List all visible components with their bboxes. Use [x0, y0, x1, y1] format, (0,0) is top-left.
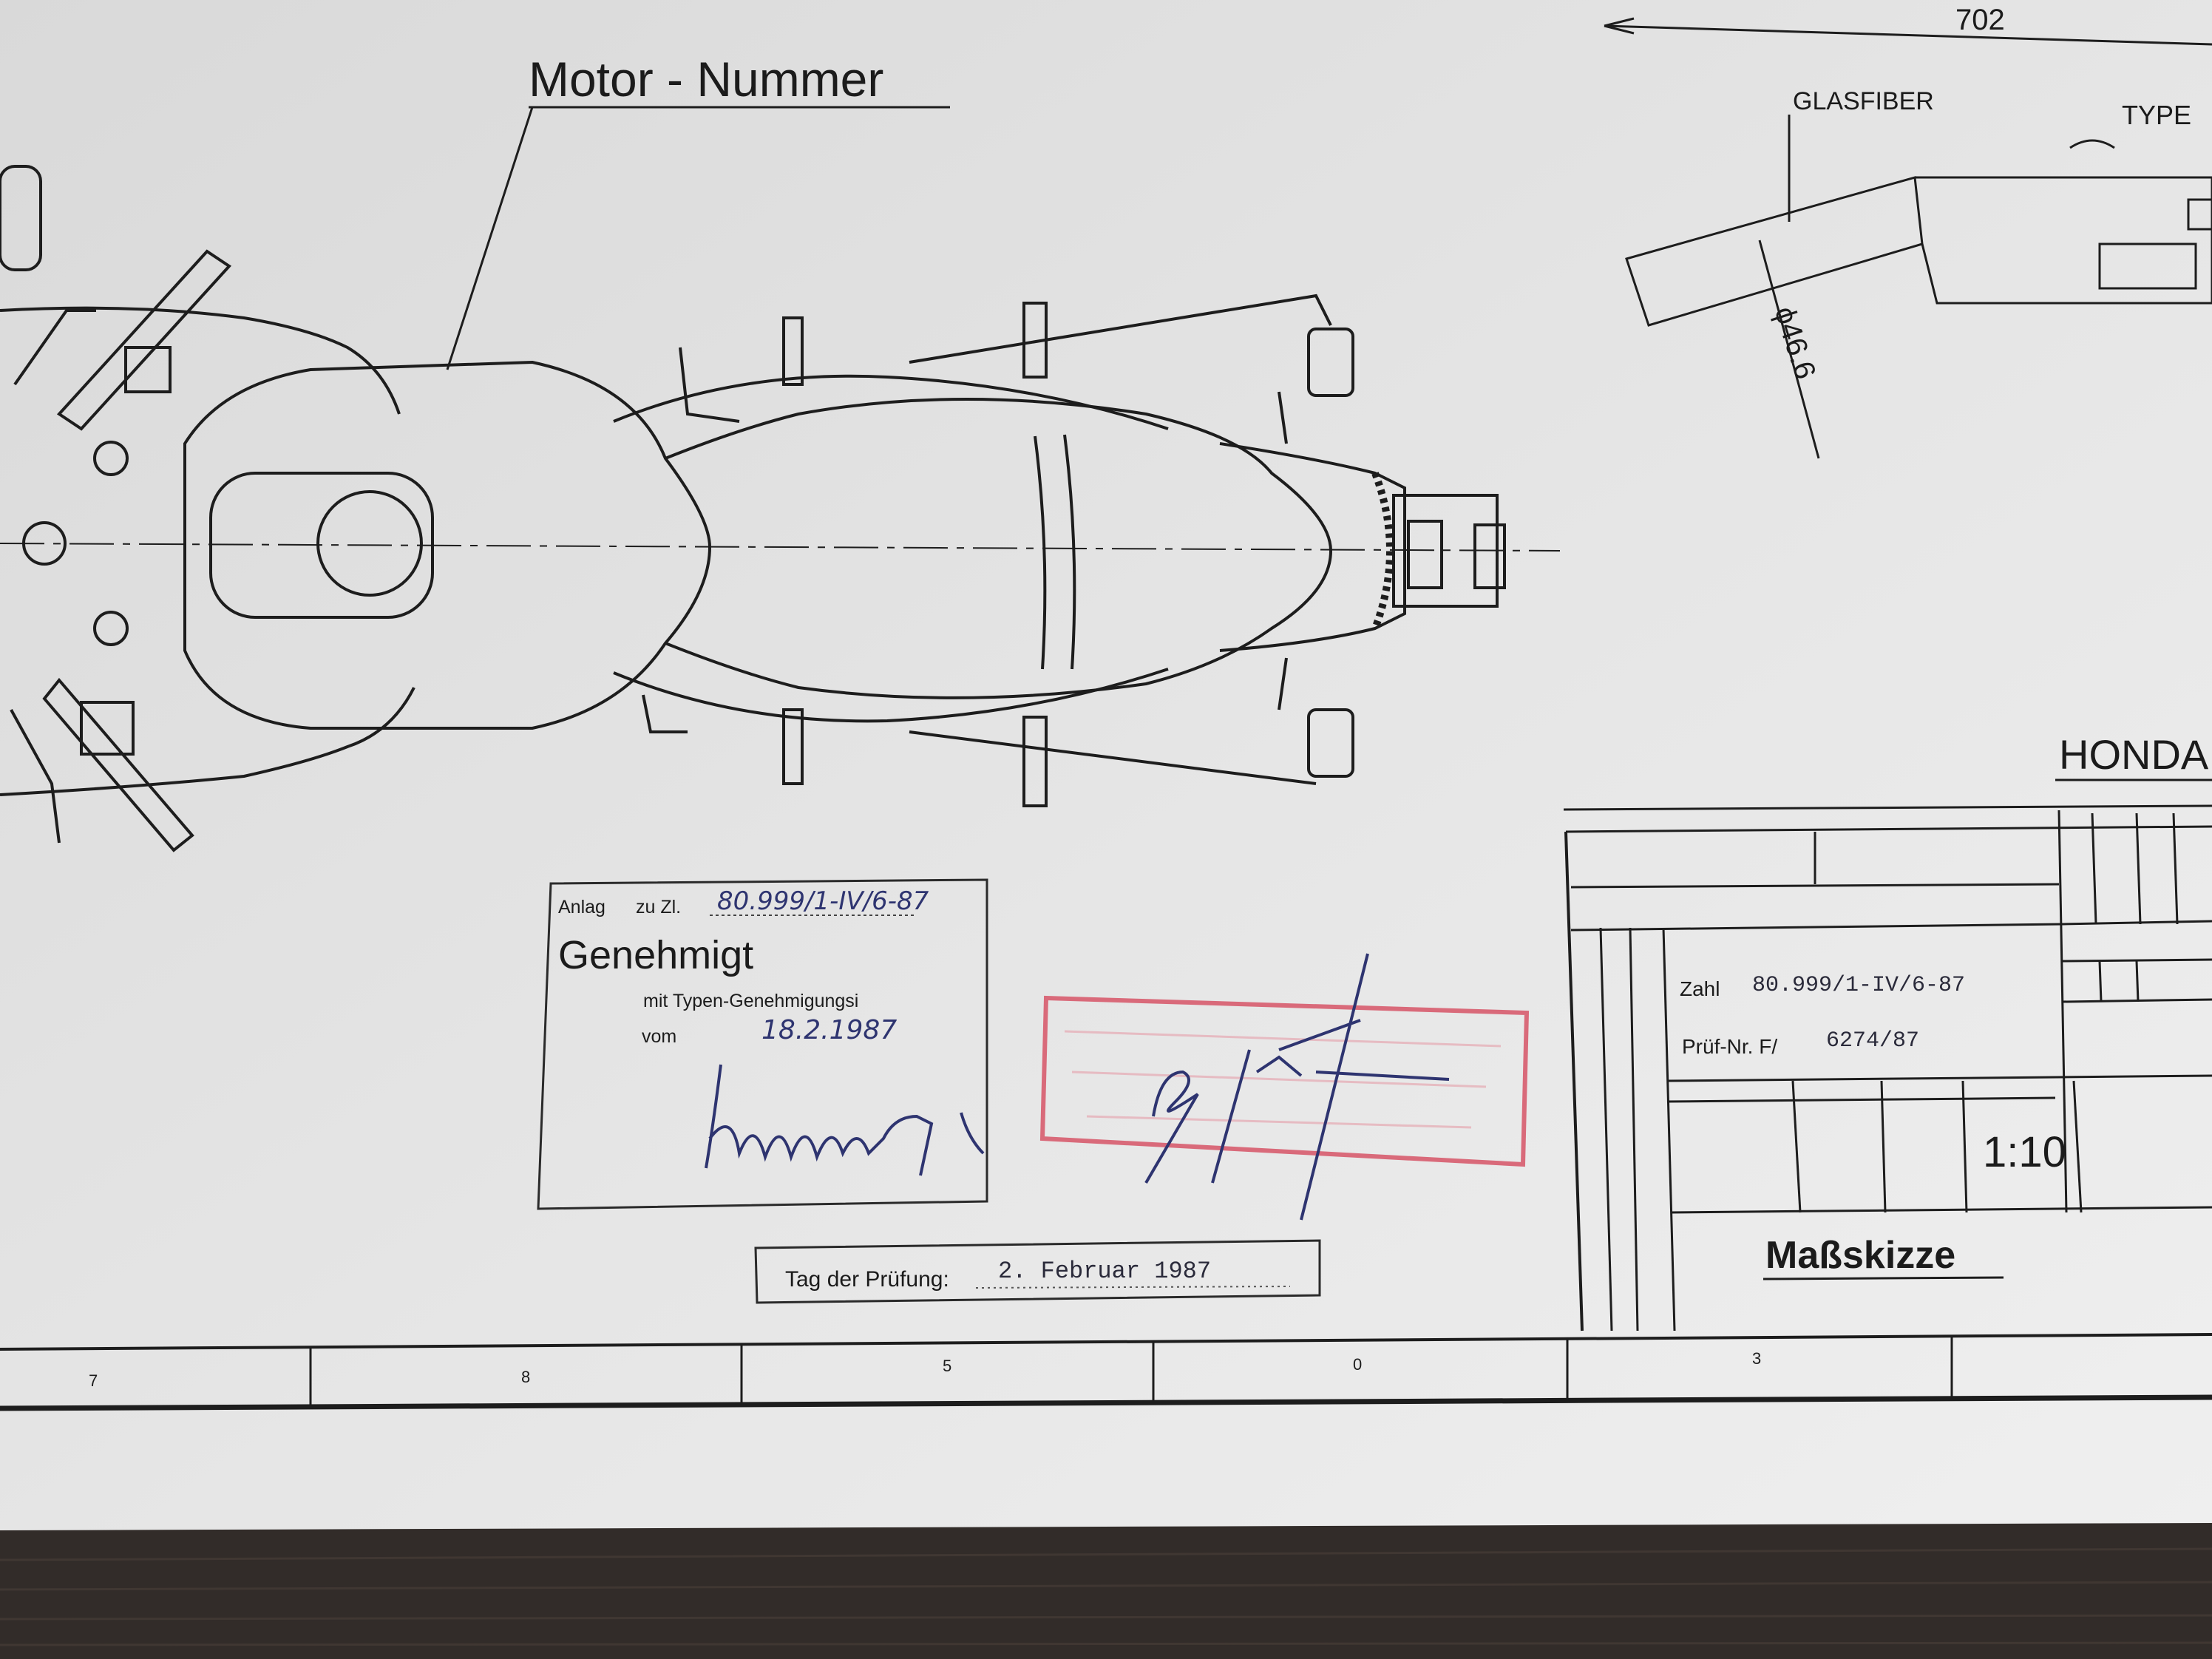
frame-border [0, 1333, 2212, 1411]
frame-number: 7 [89, 1371, 98, 1390]
motor-number-label: Motor - Nummer [529, 52, 883, 106]
glasfiber-label: GLASFIBER [1793, 87, 1934, 115]
frame-number: 8 [521, 1368, 530, 1386]
typen-label: mit Typen-Genehmigungsi [643, 991, 858, 1011]
pruefung-date: 2. Februar 1987 [998, 1258, 1211, 1285]
approval-stamp: Anlag zu Zl. 80.999/1-IV/6-87 Genehmigt … [537, 878, 988, 1210]
glasfiber-detail [1604, 17, 2212, 459]
motor-number-callout: Motor - Nummer [446, 52, 950, 370]
vom-label: vom [642, 1026, 676, 1047]
motorcycle-top-view [0, 165, 1561, 852]
frame-numbers: 7 8 5 0 3 [89, 1349, 1761, 1390]
pruef-nr-label: Prüf-Nr. F/ [1682, 1035, 1777, 1058]
anlage-label: Anlag [558, 897, 605, 917]
zu-zl-label: zu Zl. [636, 897, 681, 917]
wood-grain [0, 1547, 2212, 1646]
zahl-value: 80.999/1-IV/6-87 [1752, 973, 1965, 998]
dimension-702: 702 [1955, 4, 2005, 36]
approval-date-handwritten: 18.2.1987 [761, 1015, 897, 1045]
paper-sheet [0, 0, 2212, 1530]
type-label: TYPE [2122, 100, 2191, 130]
honda-brand: HONDA [2059, 731, 2209, 778]
title-block [1563, 804, 2212, 1331]
zl-number-handwritten: 80.999/1-IV/6-87 [717, 886, 929, 916]
pruefung-box: Tag der Prüfung: 2. Februar 1987 [754, 1239, 1321, 1304]
frame-number: 5 [943, 1357, 951, 1375]
drawing-title: Maßskizze [1765, 1234, 1955, 1277]
signature-left [705, 1064, 985, 1176]
pruefung-label: Tag der Prüfung: [785, 1267, 949, 1292]
genehmigt-label: Genehmigt [558, 933, 753, 977]
pruef-nr-value: 6274/87 [1826, 1028, 1919, 1054]
frame-number: 0 [1353, 1355, 1362, 1374]
signature-right [1144, 953, 1450, 1221]
scale-value: 1:10 [1983, 1128, 2066, 1176]
frame-number: 3 [1752, 1349, 1761, 1368]
red-stamp [1039, 953, 1530, 1221]
zahl-label: Zahl [1680, 977, 1720, 1000]
